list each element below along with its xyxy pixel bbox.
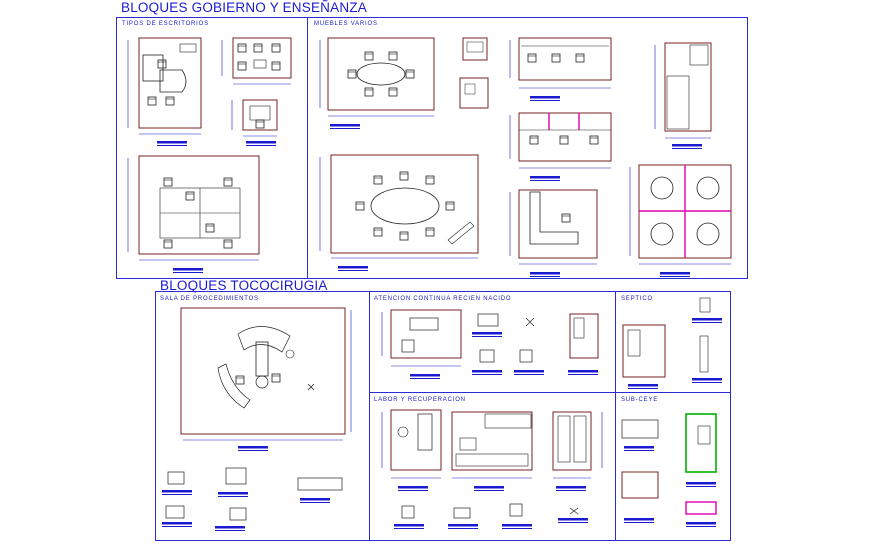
dims-escritorios — [127, 40, 291, 261]
meeting-table-small — [327, 37, 435, 111]
labor-small-items — [401, 503, 579, 519]
dims-muebles — [319, 40, 731, 265]
frame-tococirugia — [155, 291, 731, 541]
label-sala-procedimientos: SALA DE PROCEDIMIENTOS — [160, 296, 259, 302]
divider-labor — [369, 392, 731, 393]
divider-escritorios-muebles — [307, 17, 308, 279]
desk-plan-1 — [138, 37, 202, 129]
workstation-cluster — [138, 155, 260, 255]
desk-plan-2 — [232, 37, 292, 79]
l-desk — [518, 189, 598, 259]
procedure-small-items — [165, 467, 343, 521]
frame-gobierno — [116, 17, 748, 279]
dims-recien-nacido — [381, 312, 461, 367]
label-septico: SEPTICO — [621, 296, 653, 302]
label-muebles-varios: MUEBLES VARIOS — [314, 21, 378, 27]
labor-room — [390, 409, 592, 471]
label-labor-recuperacion: LABOR Y RECUPERACION — [374, 397, 466, 403]
desk-row-1 — [518, 37, 612, 81]
divider-septico — [615, 291, 616, 541]
label-tipos-escritorios: TIPOS DE ESCRITORIOS — [122, 21, 209, 27]
desk-row-2 — [518, 112, 612, 162]
title-gobierno-ensenanza: BLOQUES GOBIERNO Y ENSEÑANZA — [121, 0, 367, 15]
title-tococirugia: BLOQUES TOCOCIRUGIA — [160, 278, 328, 293]
newborn-room — [390, 309, 599, 363]
label-recien-nacido: ATENCION CONTINUA RECIEN NACIDO — [374, 296, 512, 302]
meeting-table-large — [330, 154, 479, 254]
sub-ceye-room — [621, 413, 717, 515]
dims-labor — [381, 412, 603, 479]
round-tables-grid — [638, 164, 732, 259]
procedure-room — [180, 307, 346, 435]
desk-plan-3 — [242, 99, 278, 131]
dims-procedimientos — [183, 310, 352, 441]
tall-cabinet — [664, 42, 712, 132]
septic-room — [622, 297, 711, 378]
small-cabinets — [459, 37, 489, 109]
label-sub-ceye: SUB-CEYE — [621, 397, 659, 403]
divider-procedimientos — [369, 291, 370, 541]
